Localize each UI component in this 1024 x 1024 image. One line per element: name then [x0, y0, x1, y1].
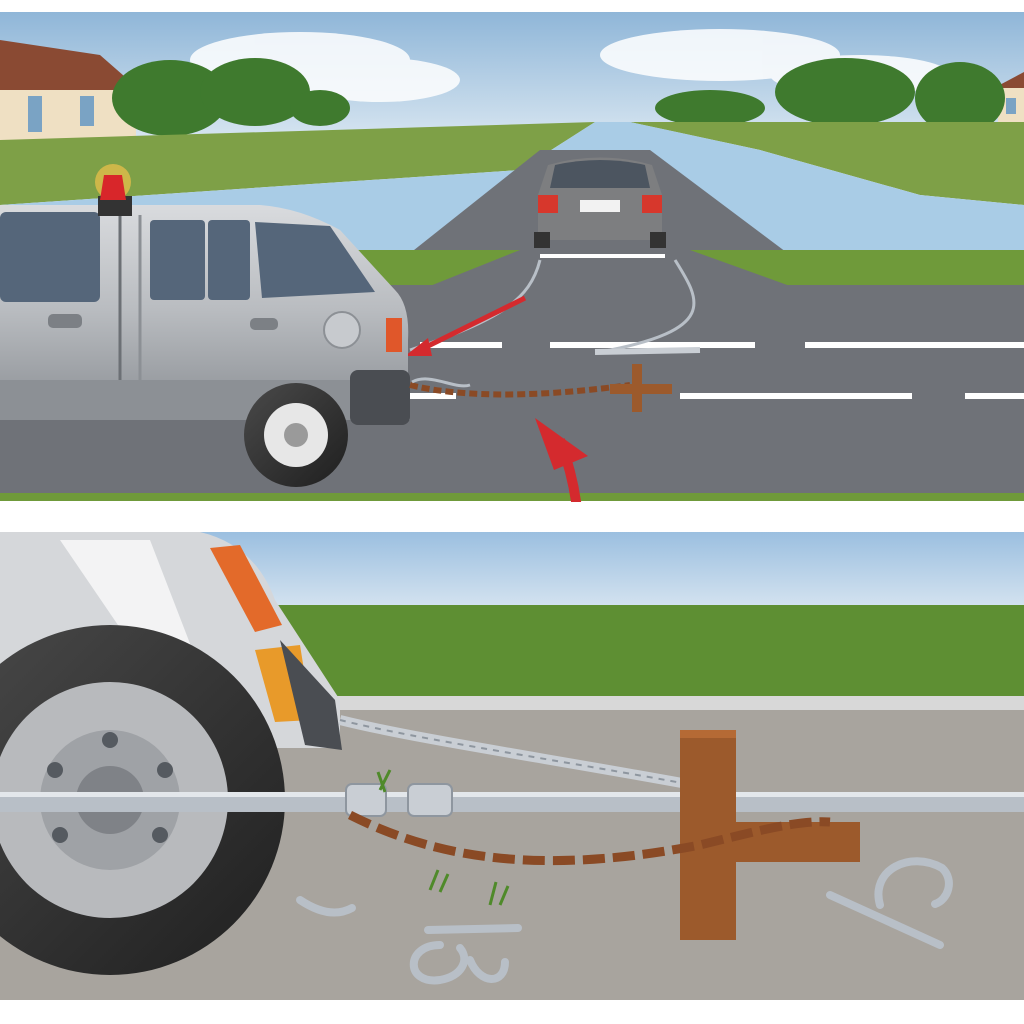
far-road-mid: [430, 250, 790, 286]
grass-field-right: [630, 122, 1024, 205]
grass-field: [0, 122, 595, 205]
bottom-border: [0, 1000, 1024, 1024]
lane-markings: [408, 342, 1024, 399]
tow-bar: [594, 347, 701, 355]
grass-tufts: [376, 769, 510, 906]
tow-rope-right: [599, 259, 696, 354]
curb: [330, 696, 1024, 712]
warning-beacon-icon: [100, 175, 126, 200]
sedan-car: [534, 157, 666, 258]
chain-closeup: [347, 810, 831, 866]
chain-top: [409, 364, 672, 412]
bottom-panel: [0, 532, 1024, 1000]
tow-hook-icon: [296, 857, 953, 985]
trees: [112, 58, 1005, 136]
tow-truck: [0, 164, 410, 487]
road-edge: [0, 493, 1024, 501]
panel-divider: [0, 502, 1024, 532]
top-panel: [0, 12, 1024, 698]
pointer-arrow: [405, 295, 527, 356]
